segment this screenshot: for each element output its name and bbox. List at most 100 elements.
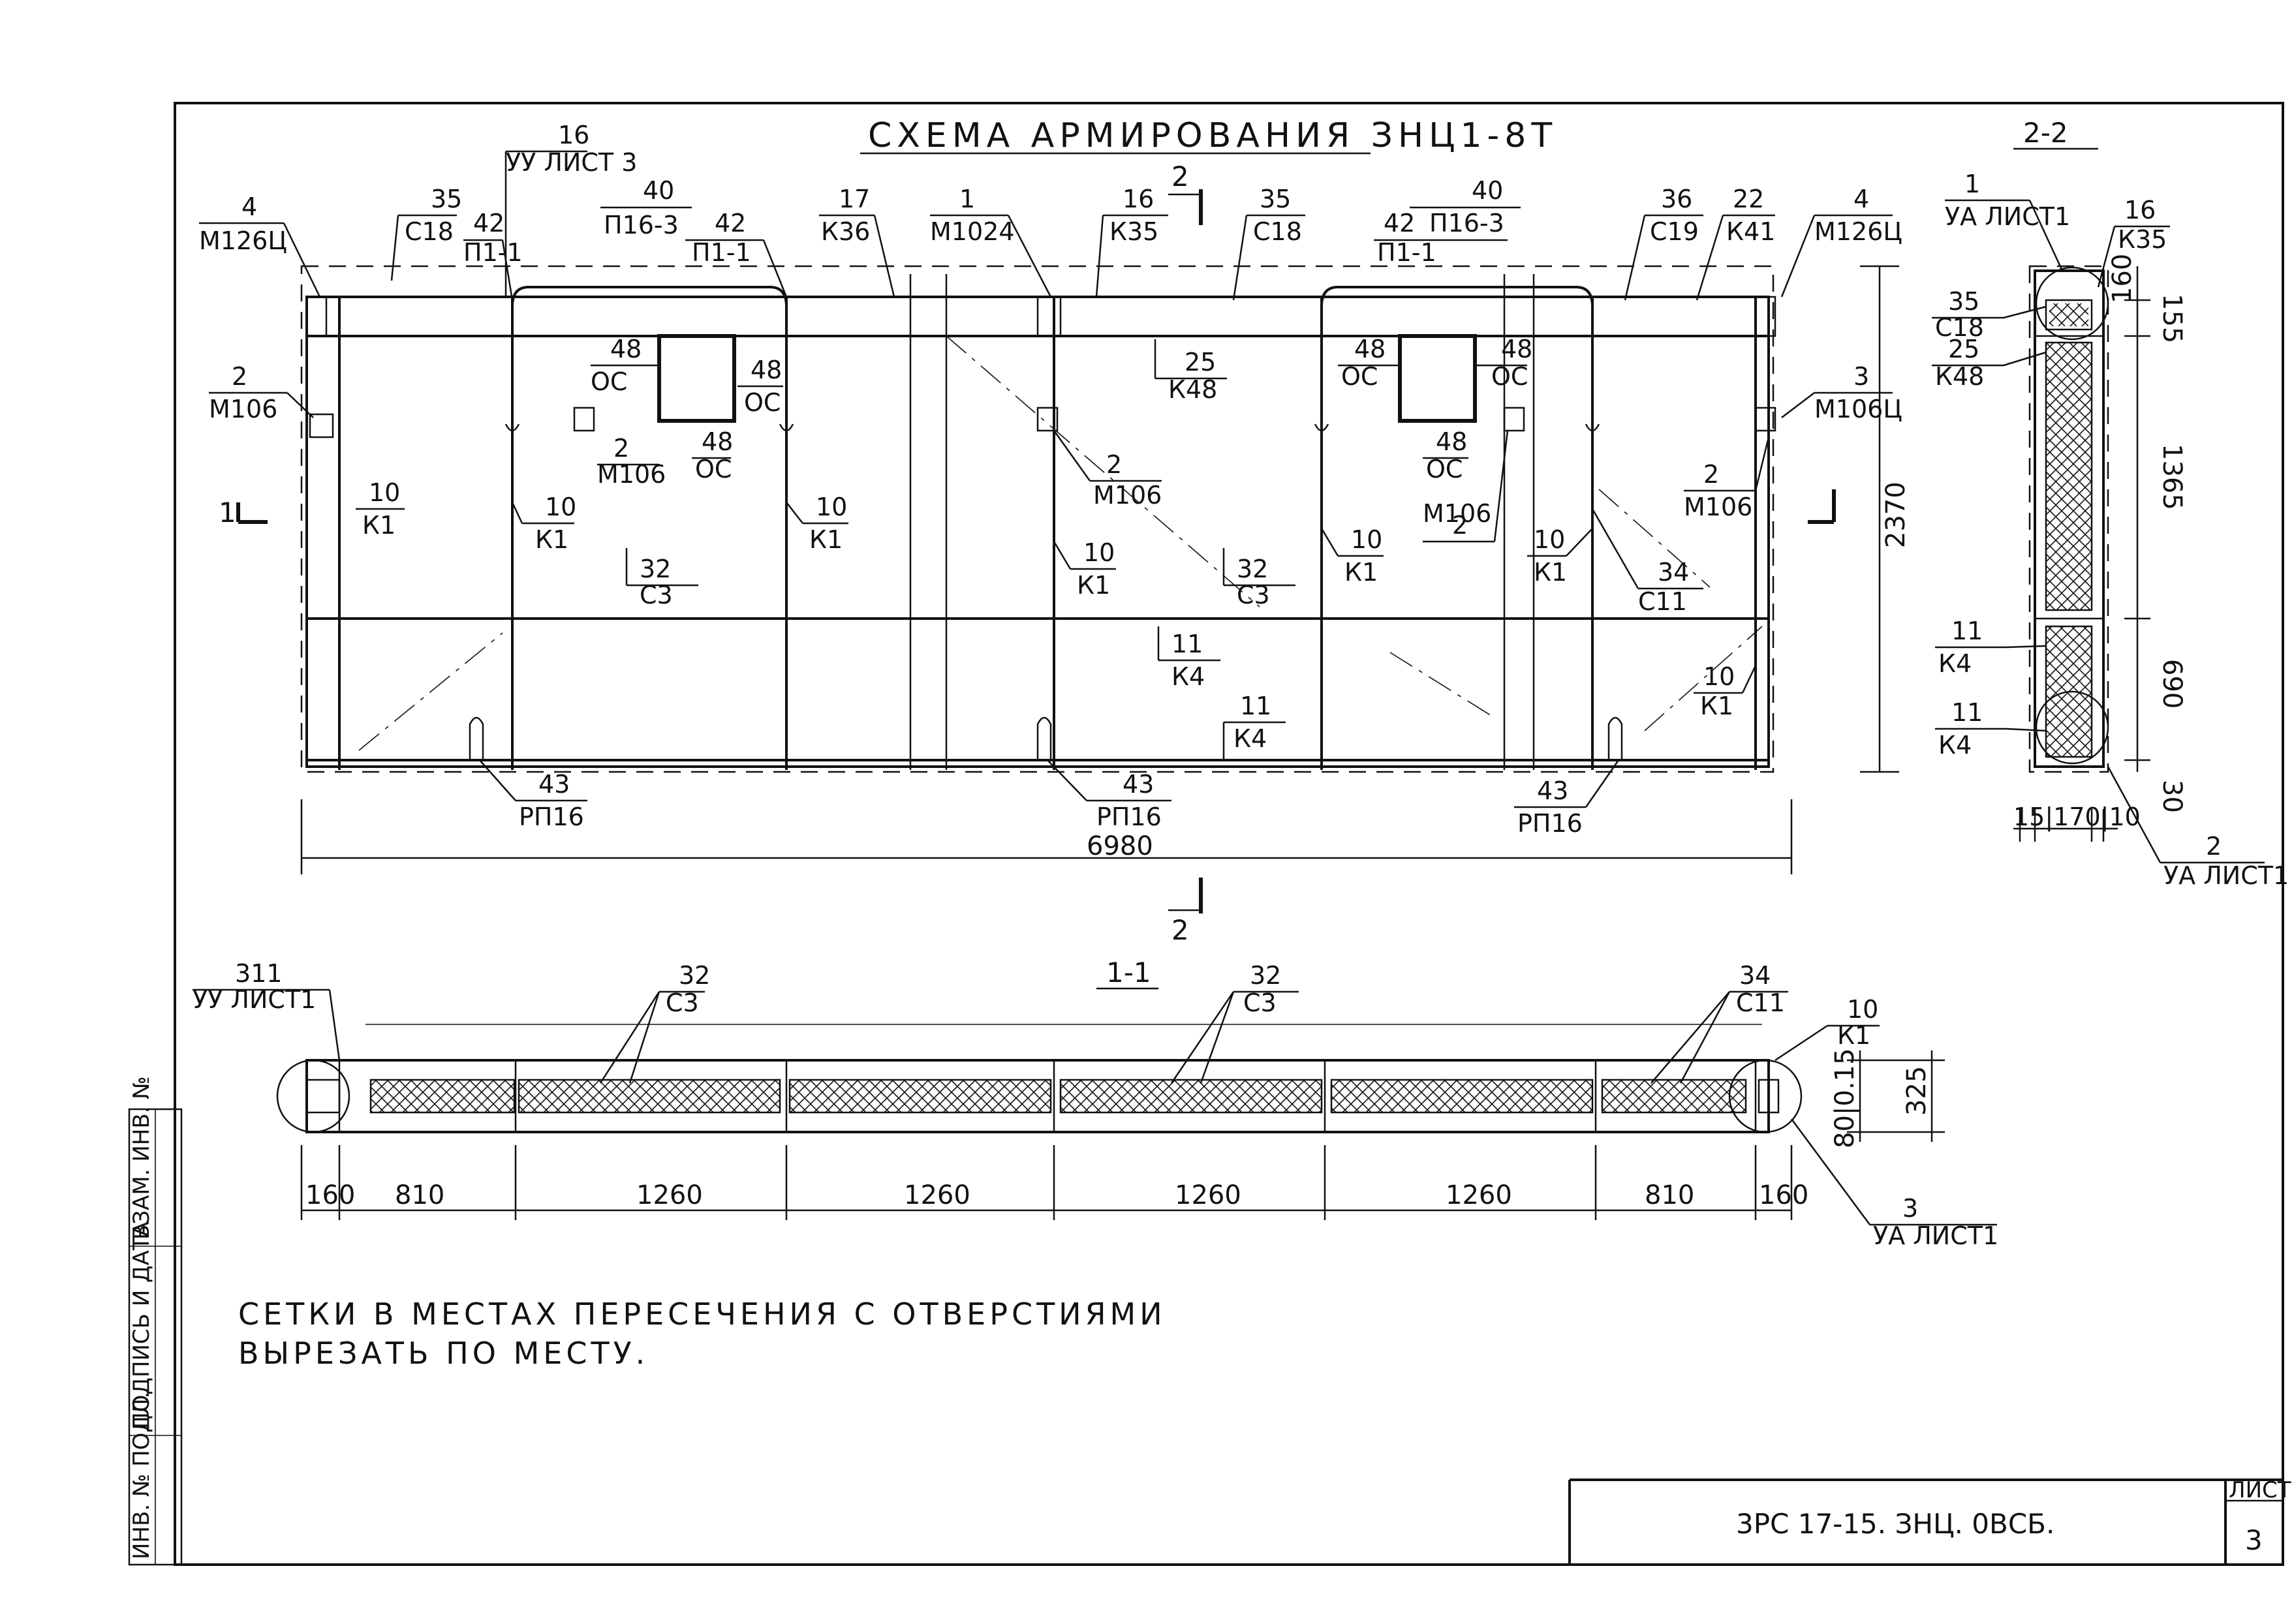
svg-text:43: 43 xyxy=(1537,776,1568,805)
svg-text:10: 10 xyxy=(1847,995,1878,1024)
svg-text:11: 11 xyxy=(1951,617,1983,645)
svg-text:4: 4 xyxy=(241,192,257,221)
svg-text:К4: К4 xyxy=(1233,724,1267,753)
insulation-hatch xyxy=(371,1080,514,1112)
svg-text:16: 16 xyxy=(2124,196,2156,224)
stamp-sheet-label: ЛИСТ xyxy=(2229,1477,2291,1503)
insulation-hatch xyxy=(2049,303,2088,326)
svg-text:3: 3 xyxy=(1902,1194,1918,1223)
svg-text:УА ЛИСТ1: УА ЛИСТ1 xyxy=(2163,861,2289,890)
svg-text:М1024: М1024 xyxy=(930,217,1015,246)
svg-text:1260: 1260 xyxy=(1175,1180,1241,1210)
svg-text:2: 2 xyxy=(1452,511,1468,540)
svg-text:48: 48 xyxy=(751,356,782,384)
svg-text:30: 30 xyxy=(2157,780,2187,813)
svg-text:К4: К4 xyxy=(1938,649,1972,678)
svg-text:С3: С3 xyxy=(666,988,699,1017)
svg-text:34: 34 xyxy=(1658,558,1689,587)
side-strip-inv: ИНВ. № ПОДЛ. xyxy=(129,1392,155,1559)
svg-text:М126Ц: М126Ц xyxy=(199,226,287,255)
svg-text:ОС: ОС xyxy=(744,388,781,417)
svg-text:С11: С11 xyxy=(1736,988,1785,1017)
svg-text:10: 10 xyxy=(1351,525,1382,554)
svg-text:35: 35 xyxy=(1260,185,1291,213)
svg-text:810: 810 xyxy=(1645,1180,1694,1210)
svg-text:П1-1: П1-1 xyxy=(692,238,751,267)
stamp-code: 3РС 17-15. ЗНЦ. 0ВСБ. xyxy=(1736,1508,2054,1540)
svg-text:К1: К1 xyxy=(1837,1021,1870,1050)
insulation-hatch xyxy=(1602,1080,1746,1112)
svg-text:11: 11 xyxy=(1240,692,1271,720)
svg-text:10: 10 xyxy=(1083,538,1115,567)
svg-text:К35: К35 xyxy=(2118,225,2167,254)
svg-text:П16-3: П16-3 xyxy=(1429,209,1504,237)
drawing-title: СХЕМА АРМИРОВАНИЯ ЗНЦ1-8Т xyxy=(868,116,1557,155)
svg-text:П1-1: П1-1 xyxy=(463,238,523,267)
svg-text:РП16: РП16 xyxy=(1517,809,1583,838)
insulation-hatch xyxy=(1061,1080,1322,1112)
svg-text:35: 35 xyxy=(431,185,462,213)
svg-text:32: 32 xyxy=(640,555,671,583)
svg-text:УУ ЛИСТ1: УУ ЛИСТ1 xyxy=(193,985,316,1014)
svg-text:48: 48 xyxy=(610,335,642,363)
insulation-hatch xyxy=(1331,1080,1592,1112)
svg-text:325: 325 xyxy=(1902,1066,1932,1116)
svg-text:УА ЛИСТ1: УА ЛИСТ1 xyxy=(1945,202,2070,231)
s22-label-2: 2УА ЛИСТ1 xyxy=(2107,766,2289,890)
svg-text:1: 1 xyxy=(219,497,236,529)
svg-text:2: 2 xyxy=(1106,450,1122,479)
s11-label-3: 3УА ЛИСТ1 xyxy=(1790,1118,1998,1250)
svg-text:43: 43 xyxy=(1123,770,1154,799)
side-strip-sign: ПОДПИСЬ И ДАТА xyxy=(129,1221,155,1429)
svg-text:25: 25 xyxy=(1185,348,1216,376)
section11-title: 1-1 xyxy=(1106,957,1151,988)
svg-text:К1: К1 xyxy=(1700,692,1733,720)
svg-text:С19: С19 xyxy=(1650,217,1699,246)
svg-text:К4: К4 xyxy=(1938,731,1972,759)
svg-text:УУ ЛИСТ 3: УУ ЛИСТ 3 xyxy=(506,148,637,177)
svg-text:1365: 1365 xyxy=(2157,444,2187,510)
insulation-hatch xyxy=(790,1080,1051,1112)
svg-text:10: 10 xyxy=(369,478,400,507)
svg-text:1: 1 xyxy=(959,185,975,213)
svg-text:М106: М106 xyxy=(209,395,277,423)
insulation-hatch xyxy=(2046,626,2092,757)
svg-text:22: 22 xyxy=(1733,185,1764,213)
svg-text:РП16: РП16 xyxy=(1096,803,1162,831)
svg-text:ОС: ОС xyxy=(591,367,627,396)
svg-text:С3: С3 xyxy=(640,581,673,609)
svg-text:40: 40 xyxy=(643,176,674,205)
svg-text:М106: М106 xyxy=(597,460,666,489)
note-line-1: СЕТКИ В МЕСТАХ ПЕРЕСЕЧЕНИЯ С ОТВЕРСТИЯМИ xyxy=(238,1296,1166,1332)
svg-text:2: 2 xyxy=(2206,832,2222,861)
panel-elevation xyxy=(300,265,1776,773)
svg-text:160: 160 xyxy=(2107,254,2137,303)
svg-text:ОС: ОС xyxy=(1491,362,1528,391)
svg-text:1260: 1260 xyxy=(904,1180,970,1210)
svg-text:11: 11 xyxy=(1951,698,1983,727)
